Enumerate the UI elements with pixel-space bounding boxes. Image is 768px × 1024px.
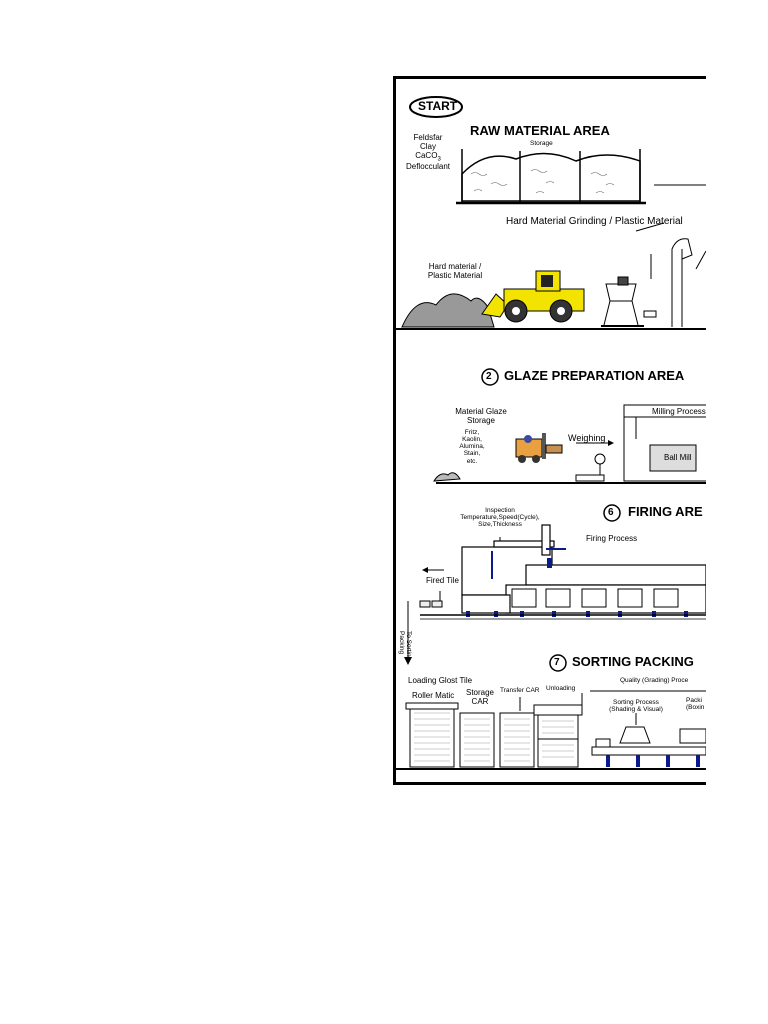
milling-label: Milling Process (652, 407, 706, 416)
sorting-title: SORTING PACKING (572, 654, 694, 669)
roller-matic (405, 702, 459, 768)
raw-material-1: Feldsfar (413, 133, 443, 142)
storage-car (459, 712, 495, 768)
roller-matic-label: Roller Matic (412, 691, 455, 700)
sorting-storage-label: Storage CAR (460, 688, 500, 707)
unloading-label: Unloading (546, 685, 576, 692)
process-diagram: START RAW MATERIAL AREA Storage Feldsfar… (393, 76, 706, 785)
raw-material-3-subscript: 3 (437, 156, 441, 163)
glaze-number: 2 (486, 371, 492, 382)
fired-tile-stack (419, 600, 443, 608)
silo-texture (470, 169, 615, 194)
sorting-process-line-1: Sorting Process (613, 699, 659, 706)
raw-material-2: Clay (419, 141, 436, 151)
raw-material-list: Feldsfar Clay CaCO3 Deflocculant (398, 133, 458, 172)
crusher (601, 276, 657, 327)
packing-line-2: (Boxin (686, 704, 705, 712)
diagram-artwork (396, 96, 706, 770)
raw-storage-label: Storage (530, 140, 553, 147)
ball-mill-label: Ball Mill (664, 453, 692, 462)
inspection-line-2: Temperature,Speed(Cycle), (460, 514, 540, 522)
inspection-line-1: Inspection (485, 507, 515, 514)
quality-label: Quality (Grading) Proce (620, 677, 689, 684)
weighing-label: Weighing (568, 433, 606, 443)
glaze-pile (433, 472, 461, 482)
glaze-ingredient-4: Stain, (463, 450, 481, 458)
weighing-scale (575, 453, 606, 482)
glaze-ingredient-2: Kaolin, (462, 436, 482, 444)
sorting-number: 7 (554, 657, 560, 668)
glaze-title: GLAZE PREPARATION AREA (504, 368, 685, 383)
raw-material-title: RAW MATERIAL AREA (470, 123, 610, 138)
kiln-chambers (511, 588, 679, 608)
wheel-loader (481, 270, 585, 323)
sorting-line (591, 726, 706, 756)
start-label: START (418, 99, 458, 113)
glaze-storage-line-2: Storage (466, 415, 496, 425)
sorting-number-circle (549, 654, 567, 672)
unloading-machine (533, 704, 583, 768)
forklift (515, 433, 563, 463)
transfer-car (499, 712, 535, 768)
firing-number: 6 (608, 507, 614, 518)
storage-silos (456, 149, 646, 205)
kiln-rollers (466, 611, 688, 617)
packing-label: Packi (Boxin (686, 697, 704, 711)
material-pile (401, 293, 495, 328)
transfer-car-label: Transfer CAR (500, 687, 540, 694)
to-sorting-line-2: Packing (397, 631, 405, 655)
kiln-blue-pipes (491, 548, 566, 579)
hard-material-line-2: Plastic Material (427, 270, 483, 280)
sorting-process-label: Sorting Process (Shading & Visual) (600, 699, 672, 713)
sorting-blue-legs (606, 755, 700, 767)
inspection-label: Inspection Temperature,Speed(Cycle), Siz… (448, 507, 552, 528)
packing-line-1: Packi (686, 697, 702, 704)
glaze-number-circle (481, 368, 499, 386)
glaze-storage-line-1: Material Glaze (455, 407, 507, 416)
firing-title: FIRING ARE (628, 504, 703, 519)
sorting-storage-line-1: Storage (465, 688, 495, 697)
milling-building (623, 404, 706, 482)
sorting-process-line-2: (Shading & Visual) (609, 706, 663, 714)
glaze-storage-label: Material Glaze Storage (446, 407, 516, 426)
glaze-ingredient-5: etc. (466, 457, 478, 465)
inspection-line-3: Size,Thickness (478, 521, 522, 529)
to-sorting-line-1: To Sorting (405, 631, 412, 661)
glaze-ingredient-1: Fritz, (464, 429, 480, 436)
raw-material-4: Deflocculant (405, 161, 451, 171)
start-oval (409, 96, 463, 118)
glaze-ingredients: Fritz, Kaolin, Alumina, Stain, etc. (448, 429, 496, 465)
raw-material-3: CaCO3 (415, 150, 441, 163)
tile-patterns (414, 712, 574, 762)
sorting-storage-line-2: CAR (471, 696, 489, 706)
fired-tile-label: Fired Tile (426, 576, 459, 585)
firing-process-label: Firing Process (586, 534, 638, 543)
loading-label: Loading Glost Tile (408, 676, 473, 685)
bucket-elevator (671, 238, 706, 327)
grinding-label: Hard Material Grinding / Plastic Materia… (506, 216, 683, 227)
hard-material-line-1: Hard material / (428, 262, 482, 271)
firing-number-circle (603, 504, 621, 522)
hard-material-label: Hard material / Plastic Material (410, 262, 500, 281)
to-sorting-label: To Sorting Packing (398, 631, 412, 660)
glaze-ingredient-3: Alumina, (459, 443, 485, 451)
